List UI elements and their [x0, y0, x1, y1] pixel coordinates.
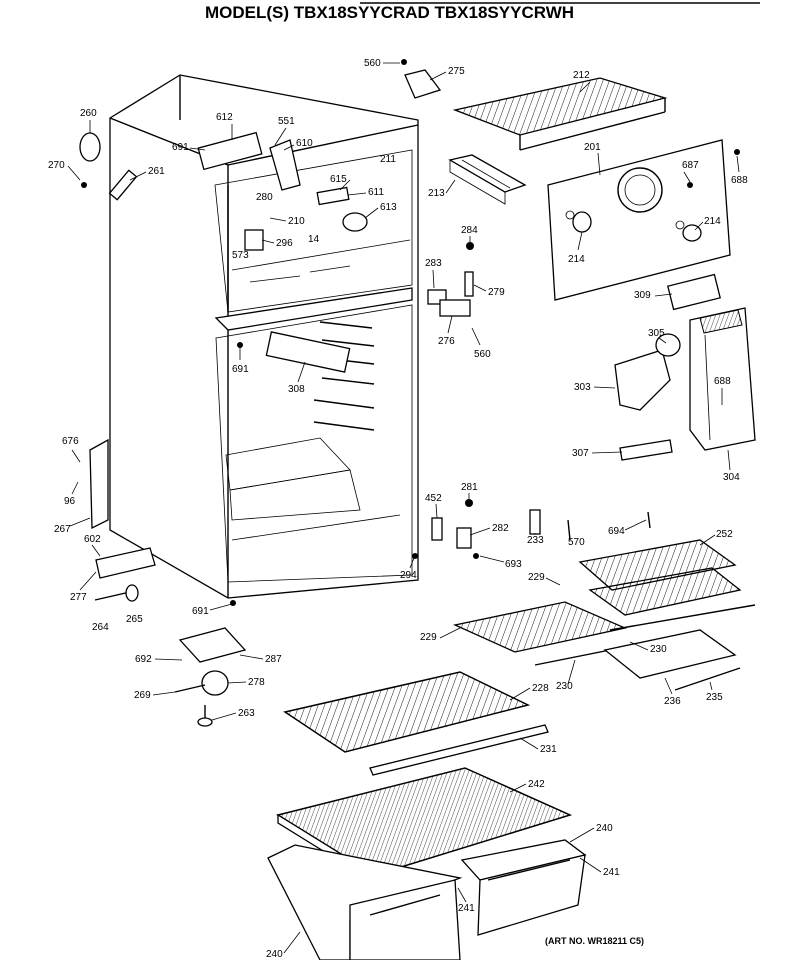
label-610: 610 — [296, 138, 313, 149]
label-688-top: 688 — [731, 175, 748, 186]
label-228: 228 — [532, 683, 549, 694]
model-title: MODEL(S) TBX18SYYCRAD TBX18SYYCRWH — [205, 3, 574, 22]
label-270: 270 — [48, 160, 65, 171]
label-242: 242 — [528, 779, 545, 790]
label-284: 284 — [461, 225, 478, 236]
label-691-bottom: 691 — [192, 606, 209, 617]
label-615: 615 — [330, 174, 347, 185]
label-294: 294 — [400, 570, 417, 581]
label-305: 305 — [648, 328, 665, 339]
leader-lines — [67, 62, 740, 954]
label-230-mid: 230 — [556, 681, 573, 692]
label-309: 309 — [634, 290, 651, 301]
label-612: 612 — [216, 112, 233, 123]
label-688-duct: 688 — [714, 376, 731, 387]
label-687: 687 — [682, 160, 699, 171]
label-230-right: 230 — [650, 644, 667, 655]
label-14: 14 — [308, 234, 320, 245]
label-260: 260 — [80, 108, 97, 119]
label-264: 264 — [92, 622, 109, 633]
label-676: 676 — [62, 436, 79, 447]
label-694: 694 — [608, 526, 625, 537]
label-229-lower: 229 — [420, 632, 437, 643]
label-229-upper: 229 — [528, 572, 545, 583]
label-693: 693 — [505, 559, 522, 570]
label-96: 96 — [64, 496, 76, 507]
label-236: 236 — [664, 696, 681, 707]
label-281: 281 — [461, 482, 478, 493]
label-276: 276 — [438, 336, 455, 347]
label-241-right: 241 — [603, 867, 620, 878]
label-212: 212 — [573, 70, 590, 81]
label-570: 570 — [568, 537, 585, 548]
label-240-bottom: 240 — [266, 949, 283, 960]
bracket-307 — [619, 439, 673, 461]
shelf-252 — [578, 539, 742, 616]
crisper-drawers — [267, 839, 587, 960]
label-278: 278 — [248, 677, 265, 688]
label-691-top: 691 — [172, 142, 189, 153]
label-201: 201 — [584, 142, 601, 153]
label-602: 602 — [84, 534, 101, 545]
label-551: 551 — [278, 116, 295, 127]
label-252: 252 — [716, 529, 733, 540]
label-213: 213 — [428, 188, 445, 199]
label-308: 308 — [288, 384, 305, 395]
freezer-shelf — [452, 77, 668, 151]
label-210: 210 — [288, 216, 305, 227]
label-279: 279 — [488, 287, 505, 298]
shelf-228 — [283, 671, 549, 776]
label-560-mid: 560 — [474, 349, 491, 360]
label-211: 211 — [380, 154, 396, 165]
cabinet — [109, 74, 419, 599]
label-275: 275 — [448, 66, 465, 77]
label-692: 692 — [135, 654, 152, 665]
label-231: 231 — [540, 744, 557, 755]
ice-tray — [448, 154, 527, 205]
label-304: 304 — [723, 472, 740, 483]
label-613: 613 — [380, 202, 397, 213]
shelf-236 — [603, 629, 741, 691]
label-282: 282 — [492, 523, 509, 534]
label-573: 573 — [232, 250, 249, 261]
label-267: 267 — [54, 524, 71, 535]
label-287: 287 — [265, 654, 282, 665]
label-214-left: 214 — [568, 254, 585, 265]
label-296: 296 — [276, 238, 293, 249]
label-233: 233 — [527, 535, 544, 546]
label-452: 452 — [425, 493, 442, 504]
control-panel — [667, 273, 721, 311]
label-214-right: 214 — [704, 216, 721, 227]
label-611: 611 — [368, 187, 384, 198]
label-560-top: 560 — [364, 58, 381, 69]
label-269: 269 — [134, 690, 151, 701]
label-261: 261 — [148, 166, 165, 177]
label-263: 263 — [238, 708, 255, 719]
label-277: 277 — [70, 592, 87, 603]
label-241-mid: 241 — [458, 903, 475, 914]
evaporator-cover — [547, 139, 731, 301]
label-265: 265 — [126, 614, 143, 625]
label-283: 283 — [425, 258, 442, 269]
label-691-mid: 691 — [232, 364, 249, 375]
art-number: (ART NO. WR18211 C5) — [545, 936, 644, 946]
label-307: 307 — [572, 448, 589, 459]
label-235: 235 — [706, 692, 723, 703]
label-240-right: 240 — [596, 823, 613, 834]
damper — [614, 349, 671, 411]
air-duct — [689, 307, 756, 451]
callout-labels: 560 275 212 260 612 551 691 610 211 270 … — [48, 58, 748, 960]
label-303: 303 — [574, 382, 591, 393]
label-280: 280 — [256, 192, 273, 203]
